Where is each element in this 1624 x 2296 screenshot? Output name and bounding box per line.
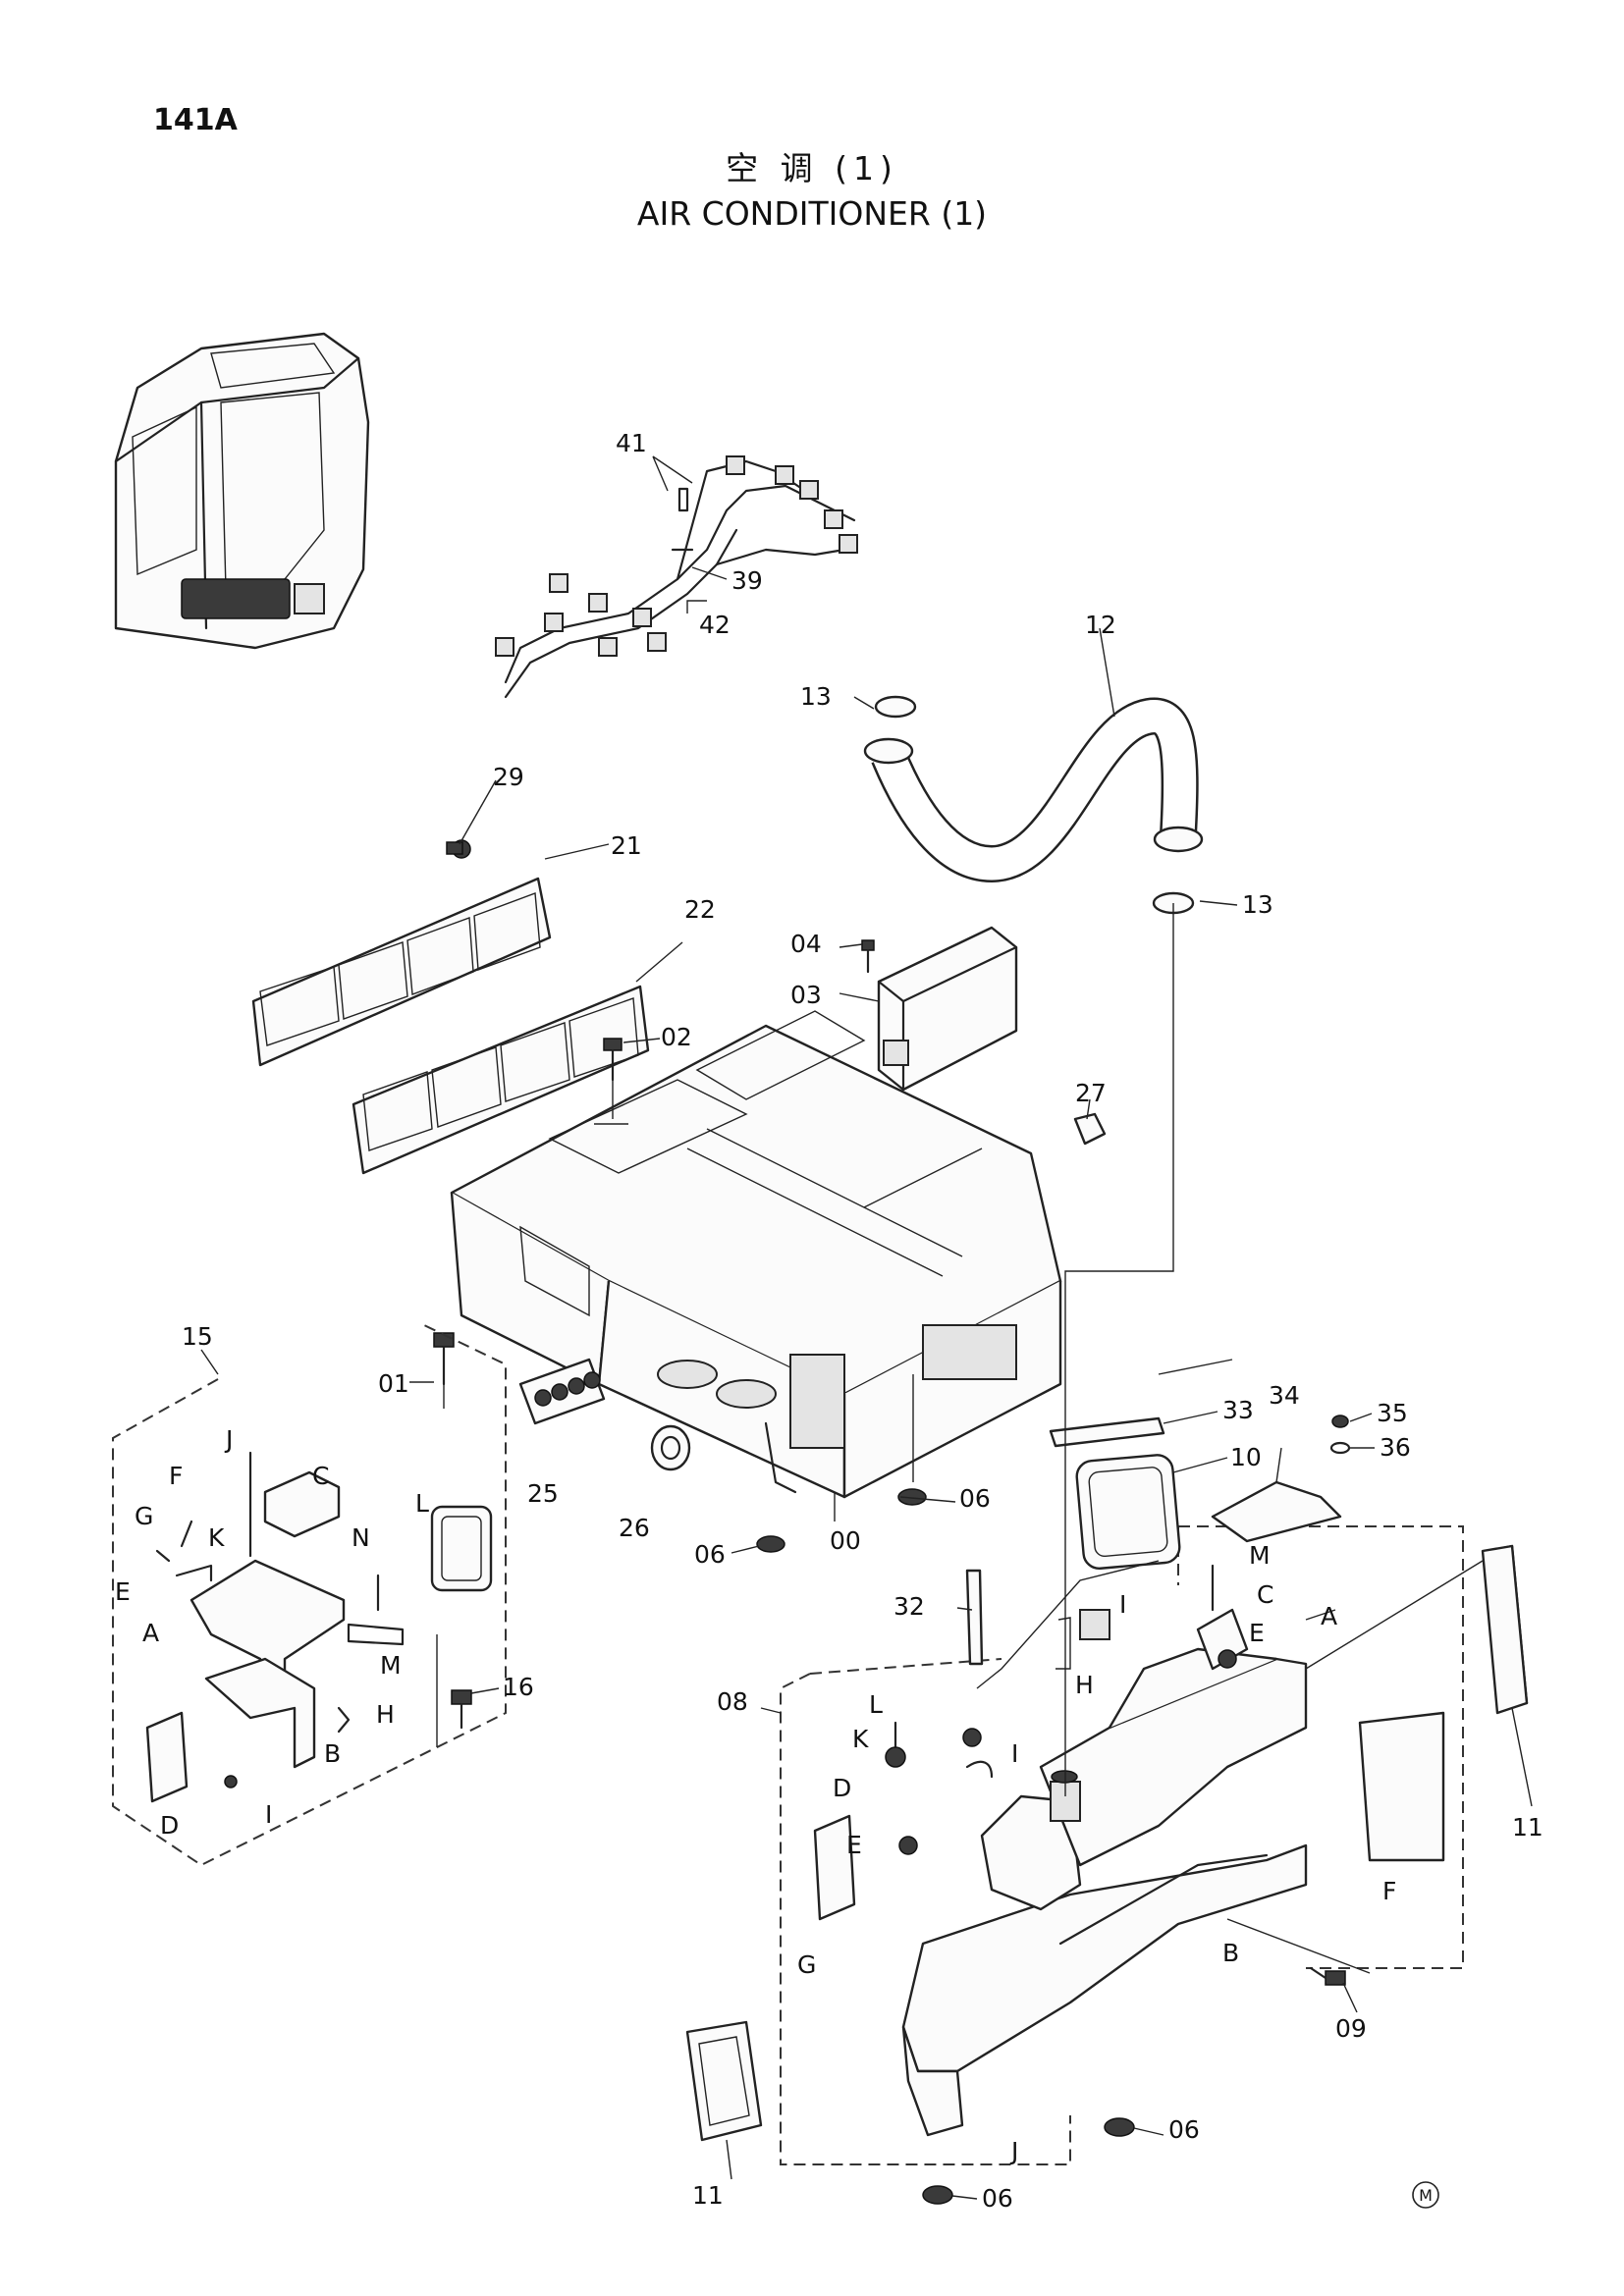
callout-32: 32 xyxy=(893,1592,925,1621)
title-english: AIR CONDITIONER (1) xyxy=(636,194,988,233)
letter-B-15: B xyxy=(324,1739,341,1768)
clip-27 xyxy=(1073,1112,1107,1146)
callout-21: 21 xyxy=(611,831,642,860)
callout-22: 22 xyxy=(684,895,716,924)
letter-H-15: H xyxy=(376,1700,395,1729)
callout-13-lower: 13 xyxy=(1242,890,1273,919)
callout-08: 08 xyxy=(717,1687,748,1716)
ring-26 xyxy=(650,1424,691,1471)
corner-mark-letter: M xyxy=(1419,2186,1433,2205)
callout-00: 00 xyxy=(830,1526,861,1555)
callout-36: 36 xyxy=(1380,1433,1411,1462)
letter-L-08: L xyxy=(869,1690,883,1719)
letter-L-15: L xyxy=(415,1489,429,1518)
callout-16: 16 xyxy=(503,1673,534,1701)
letter-E-08-upper: E xyxy=(1249,1619,1265,1647)
letter-G-08: G xyxy=(797,1950,816,1979)
letter-I-08-upper: I xyxy=(1119,1590,1126,1619)
callout-42: 42 xyxy=(699,611,731,639)
callout-34: 34 xyxy=(1269,1381,1300,1410)
subassembly-08 xyxy=(685,1525,1529,2165)
callout-06-a: 06 xyxy=(694,1540,726,1569)
drain-hose-12 xyxy=(863,695,1204,915)
letter-J-15: J xyxy=(224,1425,233,1454)
callout-33: 33 xyxy=(1222,1396,1254,1424)
subassembly-15 xyxy=(112,1324,507,1867)
letter-I-15: I xyxy=(265,1800,272,1829)
letter-N-15: N xyxy=(352,1523,370,1552)
callout-10: 10 xyxy=(1230,1443,1262,1471)
bolt-01 xyxy=(433,1332,455,1409)
letter-G-15: G xyxy=(135,1502,153,1530)
foot-06-b xyxy=(897,1488,927,1506)
callout-26: 26 xyxy=(619,1514,650,1542)
callout-labels: 41 39 42 12 13 13 29 21 22 04 03 02 27 1… xyxy=(115,429,1543,2213)
letter-A-15: A xyxy=(142,1619,159,1647)
bolt-09 xyxy=(1309,1966,1346,1986)
callout-27: 27 xyxy=(1075,1079,1107,1107)
corner-mark: M xyxy=(1412,2181,1439,2209)
screw-29 xyxy=(446,841,463,855)
callout-06-b: 06 xyxy=(959,1484,991,1513)
seal-11 xyxy=(1481,1544,1529,1715)
letter-K-08: K xyxy=(852,1725,869,1753)
letter-A-08: A xyxy=(1321,1602,1337,1630)
letter-F-15: F xyxy=(169,1462,183,1490)
callout-09: 09 xyxy=(1335,2014,1367,2043)
callout-41: 41 xyxy=(616,429,647,457)
bolt-04 xyxy=(861,939,875,974)
letter-C-15: C xyxy=(312,1462,329,1490)
callout-01: 01 xyxy=(378,1369,409,1398)
callout-15: 15 xyxy=(182,1322,213,1351)
callout-06-d: 06 xyxy=(982,2184,1013,2213)
grommet-25 xyxy=(518,1358,606,1425)
letter-M-08: M xyxy=(1249,1541,1271,1570)
callout-12: 12 xyxy=(1085,611,1116,639)
wire-harness-39 xyxy=(495,455,858,699)
callout-02: 02 xyxy=(661,1023,692,1051)
letter-H-08: H xyxy=(1075,1671,1094,1699)
duct-10 xyxy=(1075,1454,1181,1571)
foot-06-a xyxy=(756,1535,785,1553)
callout-11-right: 11 xyxy=(1512,1813,1543,1842)
callout-25: 25 xyxy=(527,1479,559,1508)
letter-M-15: M xyxy=(380,1651,402,1680)
feet-06-lower xyxy=(922,2117,1135,2205)
letter-J-08: J xyxy=(1009,2137,1018,2165)
callout-04: 04 xyxy=(790,930,822,958)
letter-F-08: F xyxy=(1382,1877,1396,1905)
callout-03: 03 xyxy=(790,981,822,1009)
part-33-32-34-35-36 xyxy=(965,1415,1351,1666)
filters-21-22 xyxy=(251,839,650,1175)
letter-D-08: D xyxy=(833,1774,851,1802)
letter-B-08: B xyxy=(1222,1939,1239,1967)
callout-06-c: 06 xyxy=(1168,2115,1200,2144)
callout-29: 29 xyxy=(493,763,524,791)
callout-39: 39 xyxy=(731,566,763,595)
letter-D-15: D xyxy=(160,1811,179,1840)
bolt-16 xyxy=(436,1634,472,1747)
letter-C-08: C xyxy=(1257,1580,1273,1609)
callout-13-upper: 13 xyxy=(800,682,832,711)
letter-E-08-lower: E xyxy=(846,1831,862,1859)
page-number: 141A xyxy=(153,103,238,137)
leader-lines xyxy=(200,455,1533,2200)
cab-illustration xyxy=(114,332,370,650)
title-chinese: 空 调 (1) xyxy=(726,149,898,187)
main-unit-00 xyxy=(450,1010,1062,1499)
cover-03 xyxy=(877,926,1018,1092)
callout-11-left: 11 xyxy=(692,2181,724,2210)
bolt-02 xyxy=(594,1038,628,1125)
letter-K-15: K xyxy=(208,1523,225,1552)
letter-I-08-lower: I xyxy=(1011,1739,1018,1768)
letter-E-15: E xyxy=(115,1577,131,1606)
callout-35: 35 xyxy=(1377,1399,1408,1427)
